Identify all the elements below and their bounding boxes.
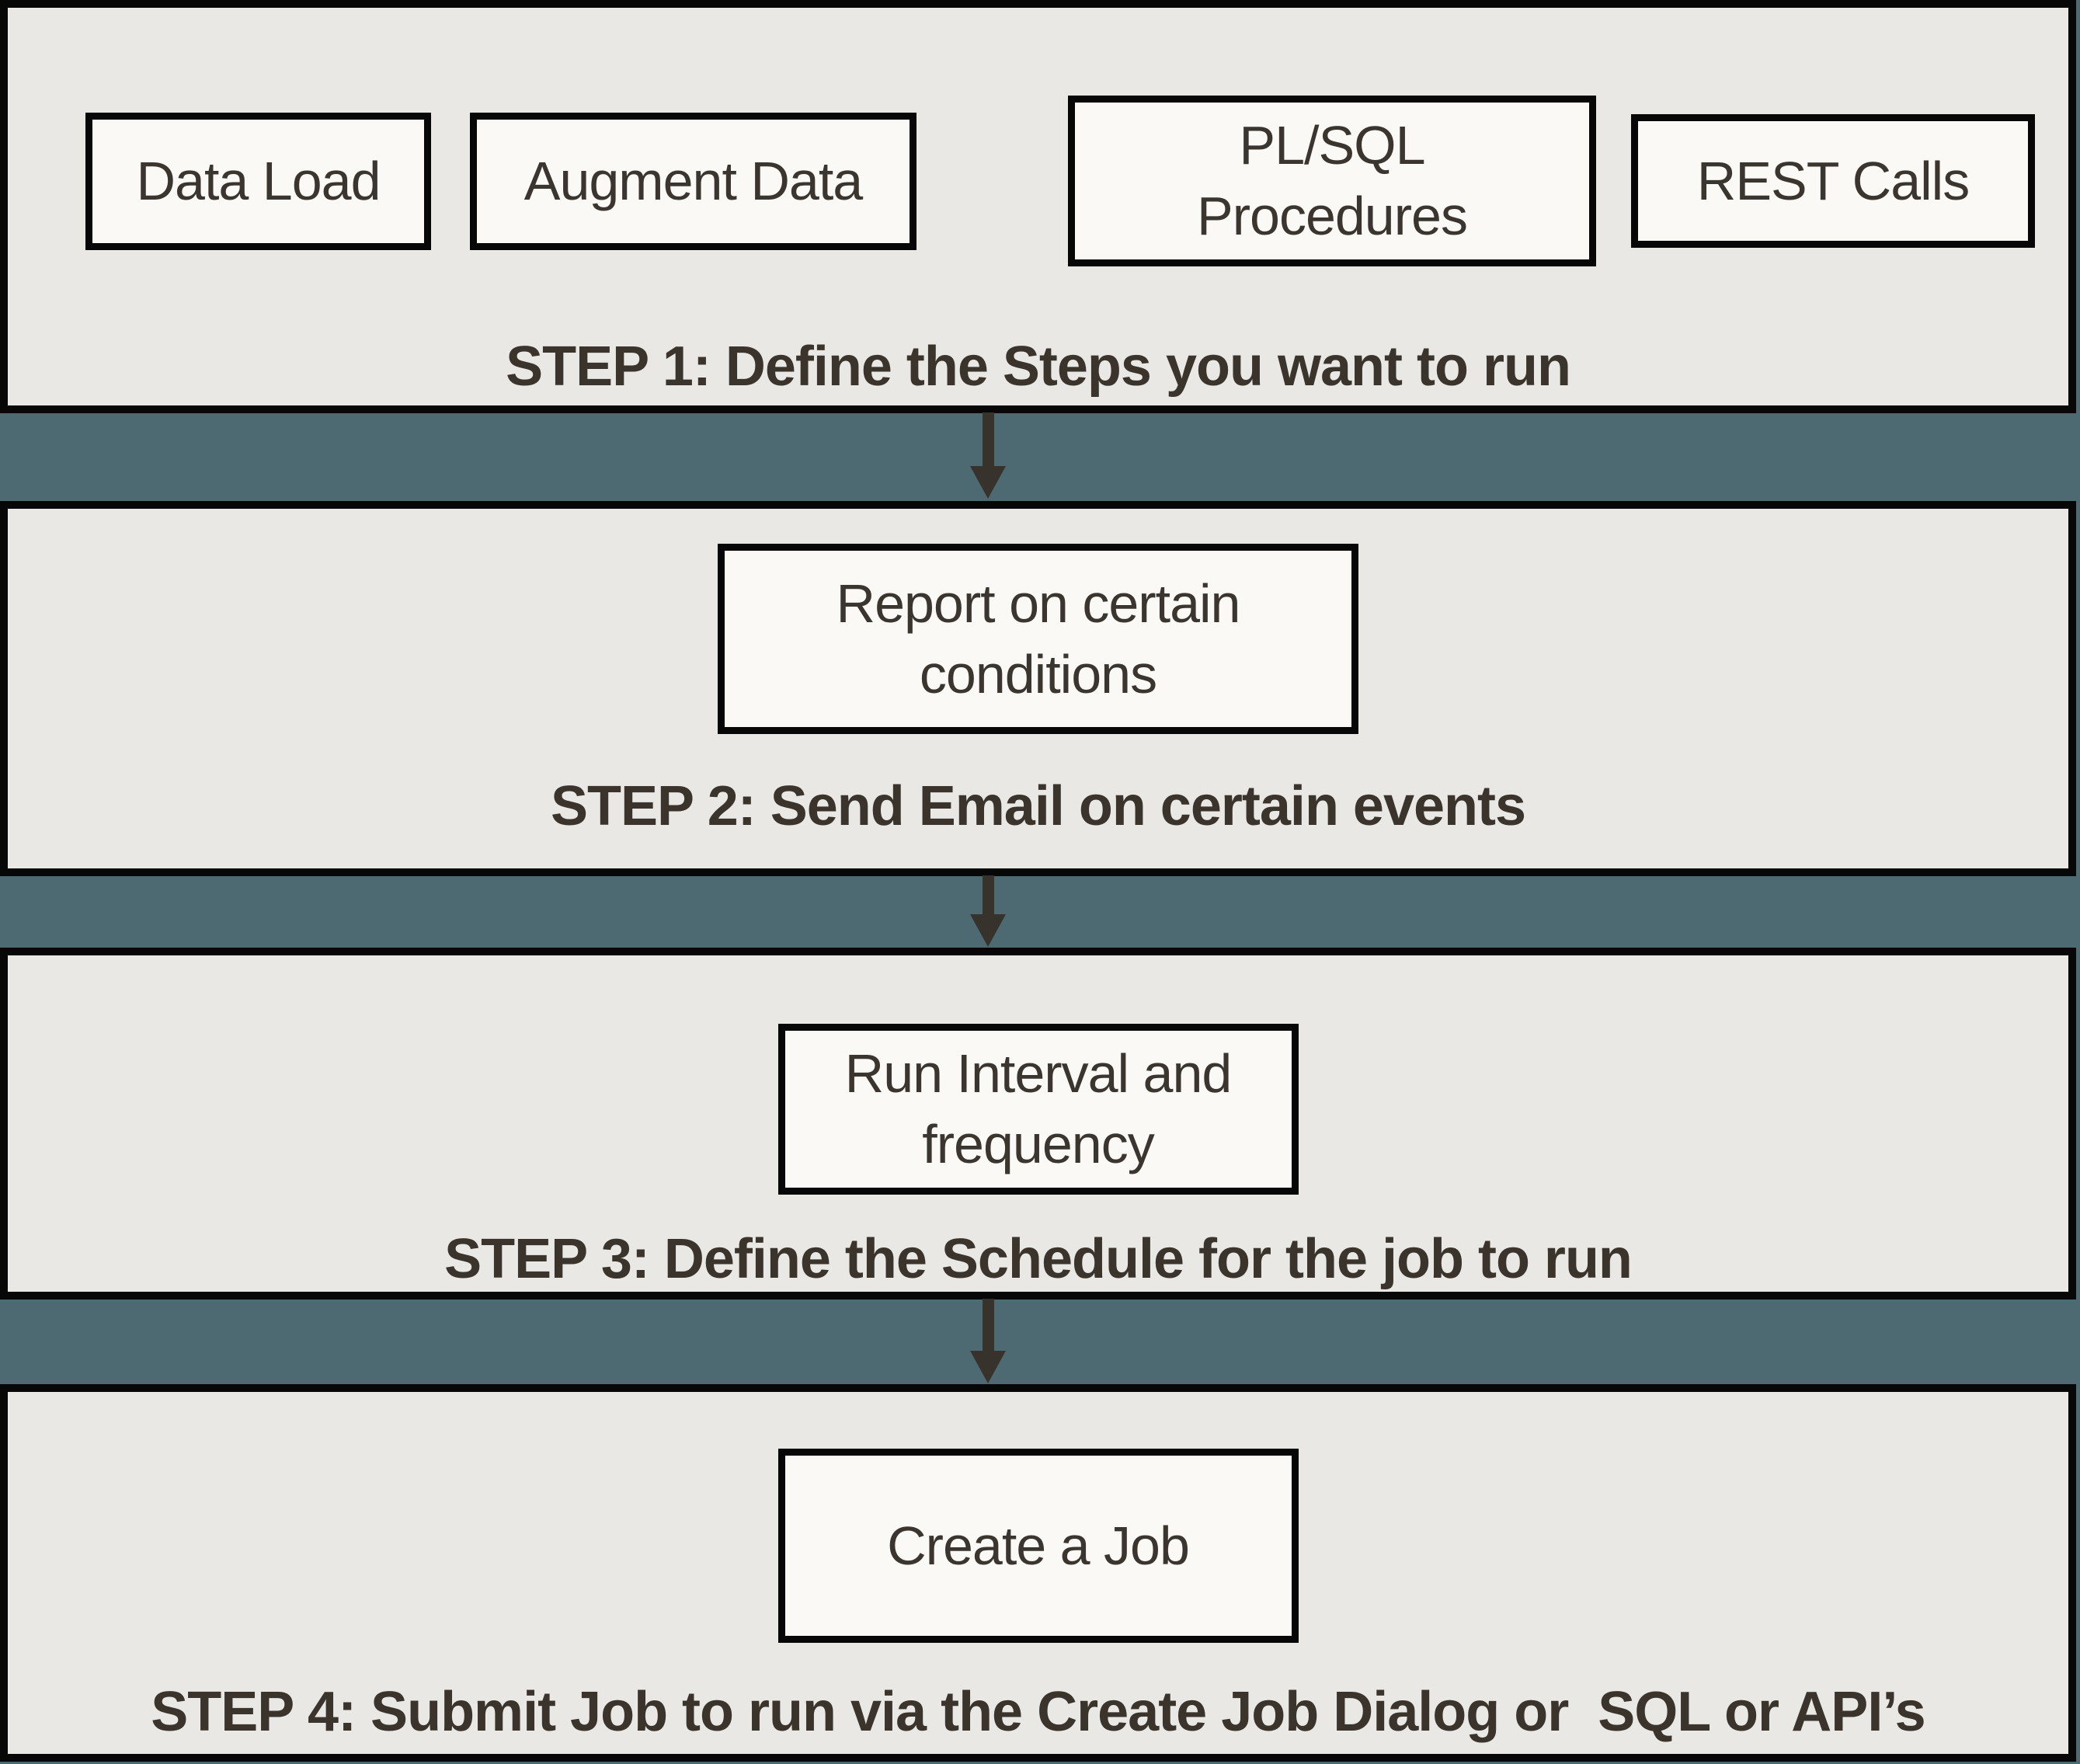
arrow-down-icon	[970, 1351, 1006, 1383]
run-interval-box: Run Interval and frequency	[777, 1024, 1299, 1195]
down-arrow-1	[970, 412, 1006, 499]
step-3-title: STEP 3: Define the Schedule for the job …	[444, 1228, 1633, 1290]
arrow-shaft	[982, 875, 994, 914]
arrow-down-icon	[970, 466, 1006, 499]
data-load-box: Data Load	[85, 112, 431, 250]
step-1-title: STEP 1: Define the Steps you want to run	[506, 336, 1571, 398]
step-3-section: Run Interval and frequency STEP 3: Defin…	[0, 948, 2076, 1300]
arrow-down-icon	[970, 914, 1006, 947]
augment-data-box: Augment Data	[470, 112, 917, 250]
arrow-shaft	[982, 1299, 994, 1351]
step-1-box-row: Data Load Augment Data PL/SQL Procedures…	[85, 96, 2035, 266]
step-4-section: Create a Job STEP 4: Submit Job to run v…	[0, 1384, 2076, 1762]
down-arrow-2	[970, 875, 1006, 947]
step-4-title: STEP 4: Submit Job to run via the Create…	[151, 1681, 1925, 1743]
step-2-title: STEP 2: Send Email on certain events	[550, 775, 1526, 837]
step-2-section: Report on certain conditions STEP 2: Sen…	[0, 501, 2076, 876]
rest-calls-box: REST Calls	[1631, 114, 2035, 248]
plsql-procedures-box: PL/SQL Procedures	[1068, 96, 1596, 266]
step-1-section: Data Load Augment Data PL/SQL Procedures…	[0, 0, 2076, 413]
create-job-box: Create a Job	[777, 1449, 1299, 1643]
down-arrow-3	[970, 1299, 1006, 1383]
arrow-shaft	[982, 412, 994, 466]
report-conditions-box: Report on certain conditions	[718, 544, 1358, 734]
